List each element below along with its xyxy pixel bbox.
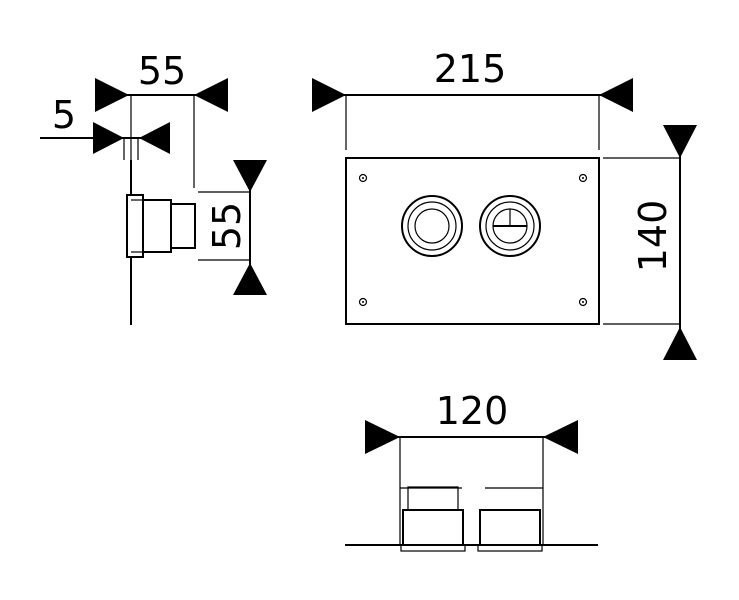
dimension-bottom-width: 120	[365, 389, 578, 454]
flush-plate	[345, 157, 600, 325]
flush-button-left	[401, 195, 463, 257]
front-view: 215	[312, 47, 697, 360]
screw-icon	[578, 173, 588, 183]
dimension-label: 55	[205, 202, 249, 250]
dimension-label: 120	[436, 389, 509, 433]
button-side-profile	[126, 194, 196, 258]
dimension-front-width: 215	[312, 47, 633, 112]
flush-button-right	[479, 195, 541, 257]
screw-icon	[358, 173, 368, 183]
button-body-right	[477, 487, 543, 552]
button-body-left	[400, 486, 466, 552]
dimension-side-height: 55	[198, 160, 267, 295]
dimension-label: 215	[434, 47, 507, 91]
dimension-label: 5	[52, 93, 76, 137]
dimension-front-height: 140	[603, 125, 697, 360]
screw-icon	[578, 297, 588, 307]
side-view: 55 5 55	[40, 49, 267, 325]
bottom-view: 120	[345, 389, 598, 552]
dimension-label: 55	[138, 49, 186, 93]
dimension-side-depth: 55	[95, 49, 228, 112]
dimension-plate-thickness: 5	[40, 93, 170, 154]
screw-icon	[358, 297, 368, 307]
dimension-label: 140	[631, 200, 675, 273]
